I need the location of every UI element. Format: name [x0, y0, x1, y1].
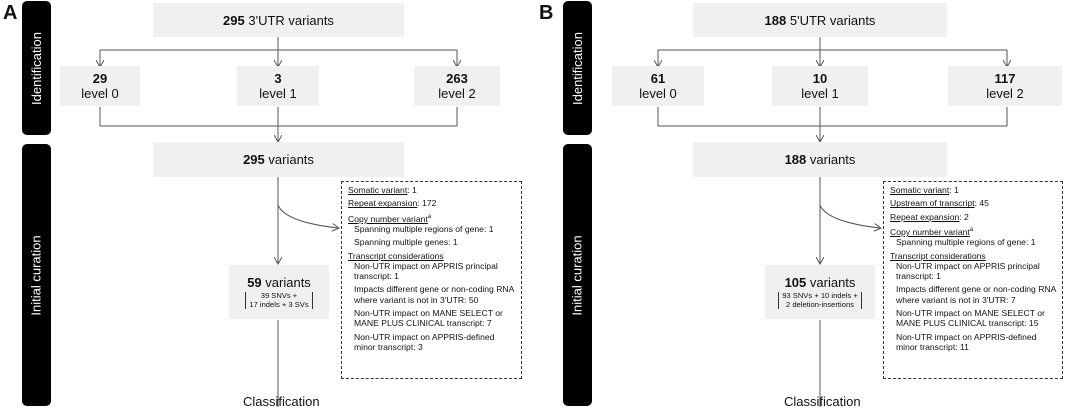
transcript-item: Impacts different gene or non-coding RNA… [354, 284, 514, 305]
identification-label: Identification [22, 1, 51, 135]
result-label: variants [265, 274, 311, 290]
upstream-heading: Upstream of transcript [890, 198, 975, 209]
initial-curation-label: Initial curation [22, 144, 51, 406]
total-variants-box: 295 3'UTR variants [153, 3, 404, 37]
level-count: 10 [812, 71, 828, 86]
classification-label: Classification [243, 394, 320, 409]
level-box: 61 level 0 [612, 66, 704, 106]
transcript-item: Non-UTR impact on APPRIS-defined minor t… [354, 331, 495, 352]
total-count: 295 [223, 12, 245, 28]
curated-variants-box: 295 variants [153, 142, 404, 177]
total-label: 3'UTR variants [248, 12, 334, 28]
level-count: 61 [650, 71, 666, 86]
result-count: 59 [247, 274, 262, 290]
repeat-heading: Repeat expansion [890, 211, 960, 222]
curated-label: variants [809, 152, 856, 167]
cnv-item: Spanning multiple regions of gene: 1 [896, 237, 1036, 248]
total-label: 5'UTR variants [789, 12, 876, 28]
level-box: 3 level 1 [237, 66, 319, 106]
transcript-heading: Transcript considerations [348, 250, 444, 261]
curated-count: 295 [243, 152, 265, 167]
classification-label: Classification [784, 394, 861, 409]
level-label: level 1 [801, 86, 839, 101]
level-box: 10 level 1 [772, 66, 868, 106]
identification-label: Identification [563, 1, 592, 135]
level-label: level 2 [438, 86, 476, 101]
panel-letter: A [3, 2, 18, 24]
exclusion-details-box: Somatic variant: 1 Upstream of transcrip… [883, 181, 1063, 379]
transcript-heading: Transcript considerations [890, 250, 986, 261]
somatic-heading: Somatic variant [348, 185, 408, 195]
level-label: level 0 [639, 86, 677, 101]
level-box: 29 level 0 [60, 66, 140, 106]
cnv-heading: Copy number variant [890, 227, 970, 238]
level-label: level 2 [986, 86, 1024, 101]
result-count: 105 [784, 274, 807, 290]
result-variants-box: 59 variants 39 SNVs + 17 indels + 3 SVs [229, 265, 329, 319]
level-box: 263 level 2 [414, 66, 500, 106]
result-variants-box: 105 variants 93 SNVs + 10 indels + 2 del… [765, 265, 875, 319]
level-label: level 1 [259, 86, 297, 101]
cnv-heading: Copy number variant [348, 213, 428, 224]
level-label: level 0 [81, 86, 119, 101]
transcript-item: Non-UTR impact on MANE SELECT or MANE PL… [354, 308, 503, 329]
level-count: 263 [446, 71, 468, 86]
transcript-item: Impacts different gene or non-coding RNA… [896, 284, 1056, 305]
total-variants-box: 188 5'UTR variants [693, 3, 947, 37]
somatic-heading: Somatic variant [890, 185, 950, 195]
initial-curation-label: Initial curation [563, 144, 592, 406]
repeat-heading: Repeat expansion [348, 198, 418, 209]
panel-letter: B [539, 2, 554, 24]
exclusion-details-box: Somatic variant: 1 Repeat expansion: 172… [341, 181, 522, 379]
result-label: variants [809, 274, 856, 290]
transcript-item: Non-UTR impact on APPRIS principal trans… [896, 260, 1040, 282]
level-box: 117 level 2 [948, 66, 1062, 106]
total-count: 188 [764, 12, 787, 28]
cnv-item: Spanning multiple regions of gene: 1 [354, 223, 494, 234]
curated-variants-box: 188 variants [693, 142, 947, 177]
result-breakdown: 93 SNVs + 10 indels + 2 deletion-inserti… [778, 291, 862, 310]
result-breakdown: 39 SNVs + 17 indels + 3 SVs [245, 291, 313, 310]
curated-label: variants [268, 152, 314, 167]
transcript-item: Non-UTR impact on APPRIS-defined minor t… [896, 331, 1037, 352]
level-count: 29 [92, 71, 108, 86]
level-count: 3 [274, 71, 282, 86]
level-count: 117 [994, 71, 1016, 86]
cnv-item: Spanning multiple genes: 1 [354, 237, 458, 248]
curated-count: 188 [784, 152, 807, 167]
transcript-item: Non-UTR impact on MANE SELECT or MANE PL… [896, 308, 1045, 329]
transcript-item: Non-UTR impact on APPRIS principal trans… [354, 260, 498, 282]
